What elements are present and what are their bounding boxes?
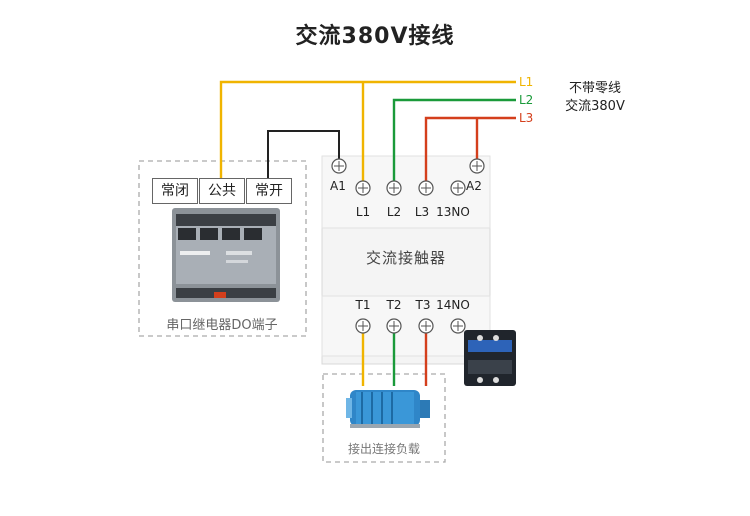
supply-note-line1: 不带零线 [568, 81, 621, 96]
relay-terminal-com: 公共 [199, 178, 245, 204]
screw-terminal-icon [386, 180, 402, 196]
screw-terminal-icon [355, 180, 371, 196]
terminal-label-t1: T1 [355, 298, 371, 312]
terminal-label-13no: 13NO [436, 205, 470, 219]
page-title: 交流380V接线 [295, 24, 455, 49]
terminal-label-a1: A1 [330, 179, 346, 193]
terminal-label-t2: T2 [386, 298, 402, 312]
terminal-label-14no: 14NO [436, 298, 470, 312]
wire-l1 [219, 80, 516, 179]
terminal-label-l1: L1 [355, 205, 371, 219]
screw-terminal-icon [418, 318, 434, 334]
wire-l3 [424, 116, 516, 186]
wire-control [267, 130, 340, 179]
screw-terminal-icon [418, 180, 434, 196]
terminal-label-t3: T3 [415, 298, 431, 312]
relay-caption: 串口继电器DO端子 [166, 318, 278, 333]
contactor-name: 交流接触器 [365, 249, 447, 267]
screw-terminal-icon [386, 318, 402, 334]
load-caption: 接出连接负载 [347, 442, 421, 456]
screw-terminal-icon [469, 158, 485, 174]
relay-box [138, 160, 307, 337]
terminal-label-a2: A2 [466, 179, 482, 193]
terminal-label-l3: L3 [414, 205, 430, 219]
supply-note-line2: 交流380V [565, 99, 625, 114]
contactor-image [464, 330, 516, 386]
motor-image [346, 390, 430, 428]
relay-terminal-no: 常开 [246, 178, 292, 204]
screw-terminal-icon [355, 318, 371, 334]
supply-label-l1: L1 [519, 75, 534, 89]
relay-terminal-nc: 常闭 [152, 178, 198, 204]
screw-terminal-icon [450, 318, 466, 334]
relay-module-image [172, 208, 280, 302]
supply-label-l3: L3 [519, 111, 534, 125]
supply-note: 不带零线 交流380V [555, 80, 635, 116]
supply-label-l2: L2 [519, 93, 534, 107]
wire-l2 [392, 98, 516, 186]
terminal-label-l2: L2 [386, 205, 402, 219]
load-box [322, 373, 446, 463]
screw-terminal-icon [331, 158, 347, 174]
screw-terminal-icon [450, 180, 466, 196]
